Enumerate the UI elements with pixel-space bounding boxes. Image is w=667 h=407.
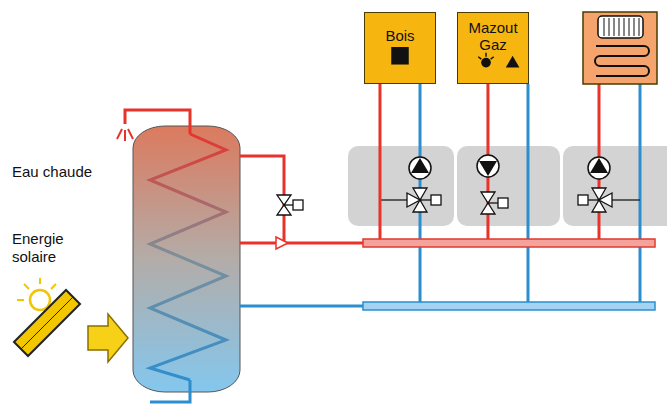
pump-triangle <box>479 161 497 176</box>
return-pipe <box>639 84 642 306</box>
valve-triangle <box>277 195 291 205</box>
pump-triangle <box>590 158 608 173</box>
return-pipe <box>240 305 364 308</box>
sun-ray <box>17 299 24 301</box>
wood-icon <box>391 47 409 65</box>
valve-triangle <box>277 205 291 215</box>
solar-panel-line <box>21 297 73 349</box>
pipe-connector <box>380 84 488 243</box>
pump-symbol <box>409 157 431 179</box>
pump-symbol <box>477 155 499 177</box>
spray-line <box>124 130 126 141</box>
side-label: Eau chaude <box>12 163 112 181</box>
control-panel <box>457 146 560 226</box>
supply-manifold <box>363 239 655 247</box>
pump-body <box>409 157 431 179</box>
floor-heating-icon <box>595 46 649 76</box>
tap-spray <box>117 129 133 141</box>
valve-stem <box>420 199 431 200</box>
control-panel <box>348 146 454 226</box>
valve-actuator <box>498 198 508 208</box>
pump-body <box>477 155 499 177</box>
node-title: Bois <box>365 27 435 44</box>
heat-coil <box>150 134 226 380</box>
radiator-fins <box>604 18 639 36</box>
flame-ray <box>491 57 494 59</box>
fuel-icon <box>365 13 435 83</box>
burner-icon <box>478 53 494 68</box>
heat-source-box: Mazout Gaz <box>457 12 529 84</box>
energy-arrow <box>88 314 128 362</box>
three-way-valve <box>578 188 612 212</box>
sun-ray <box>24 284 29 289</box>
radiator-icon <box>598 16 643 38</box>
flame-ray <box>478 57 481 59</box>
flame-disc <box>481 58 491 68</box>
pump-triangle <box>411 158 429 173</box>
check-valve <box>276 237 288 249</box>
spray-line <box>117 129 122 139</box>
valve-triangle <box>407 193 420 207</box>
flame-ray <box>485 53 486 57</box>
heating-circuit-box <box>583 12 657 84</box>
sun-disc <box>30 290 50 310</box>
supply-pipe <box>240 242 364 245</box>
return-manifold <box>363 302 655 310</box>
gas-icon <box>506 56 520 68</box>
two-way-valve <box>481 192 508 214</box>
valve-triangle <box>481 192 495 203</box>
pump-body <box>588 157 610 179</box>
sun-ray <box>51 284 56 289</box>
zone-valve <box>277 195 303 215</box>
valve-triangle <box>481 203 495 214</box>
hot-water-pipe <box>125 110 190 134</box>
heat-source-box: Bois <box>364 12 436 84</box>
three-way-valve <box>407 188 441 212</box>
valve-stem <box>284 204 293 205</box>
storage-tank <box>133 126 240 392</box>
supply-pipe <box>240 156 284 243</box>
solar-panel <box>14 290 80 356</box>
valve-stem <box>488 202 498 203</box>
node-title: Mazout Gaz <box>458 19 528 53</box>
sun-ray <box>39 278 41 284</box>
pipe-connector <box>420 84 528 306</box>
side-label: Energie solaire <box>12 230 84 266</box>
spray-line <box>128 129 133 139</box>
valve-actuator <box>293 200 303 210</box>
cold-water-pipe <box>150 380 190 402</box>
valve-triangle <box>599 193 612 207</box>
valve-actuator <box>431 195 441 205</box>
valve-actuator <box>578 195 588 205</box>
control-panel <box>563 146 667 226</box>
valve-stem <box>588 199 599 200</box>
pump-symbol <box>588 157 610 179</box>
